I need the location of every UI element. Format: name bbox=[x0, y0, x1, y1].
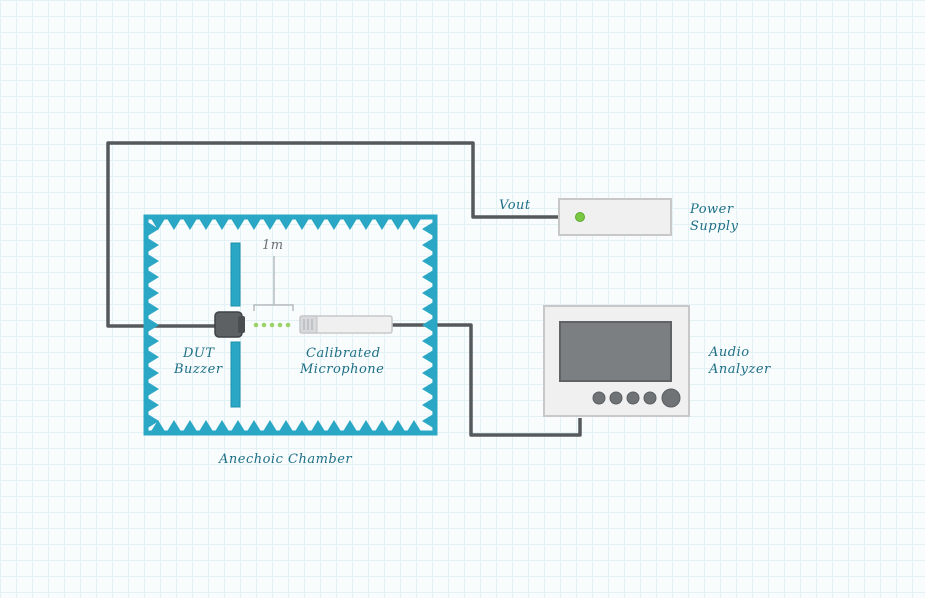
analyzer-screen bbox=[559, 321, 672, 382]
knob-icon bbox=[592, 388, 681, 408]
wires bbox=[106, 141, 582, 437]
distance-label: 1m bbox=[262, 238, 284, 253]
distance-bracket bbox=[253, 256, 294, 311]
microphone-icon bbox=[299, 315, 393, 334]
baffle-bottom bbox=[230, 341, 241, 408]
vout-label: Vout bbox=[499, 198, 531, 213]
buzzer-icon bbox=[214, 311, 245, 338]
sound-wave-dots bbox=[253, 322, 291, 328]
microphone-label: Calibrated Microphone bbox=[299, 346, 385, 377]
chamber-label: Anechoic Chamber bbox=[218, 452, 352, 467]
audio-analyzer-label: Audio Analyzer bbox=[708, 345, 771, 377]
analyzer-wire bbox=[392, 323, 582, 437]
dut-buzzer-label: DUT Buzzer bbox=[173, 346, 223, 377]
audio-analyzer bbox=[543, 305, 690, 417]
baffle-top bbox=[230, 242, 241, 307]
acoustic-foam-spikes bbox=[146, 217, 435, 433]
power-supply bbox=[558, 198, 672, 236]
green-led-icon bbox=[575, 212, 585, 222]
power-supply-label: Power Supply bbox=[689, 202, 739, 234]
power-wire bbox=[106, 141, 559, 328]
anechoic-chamber bbox=[143, 214, 438, 436]
